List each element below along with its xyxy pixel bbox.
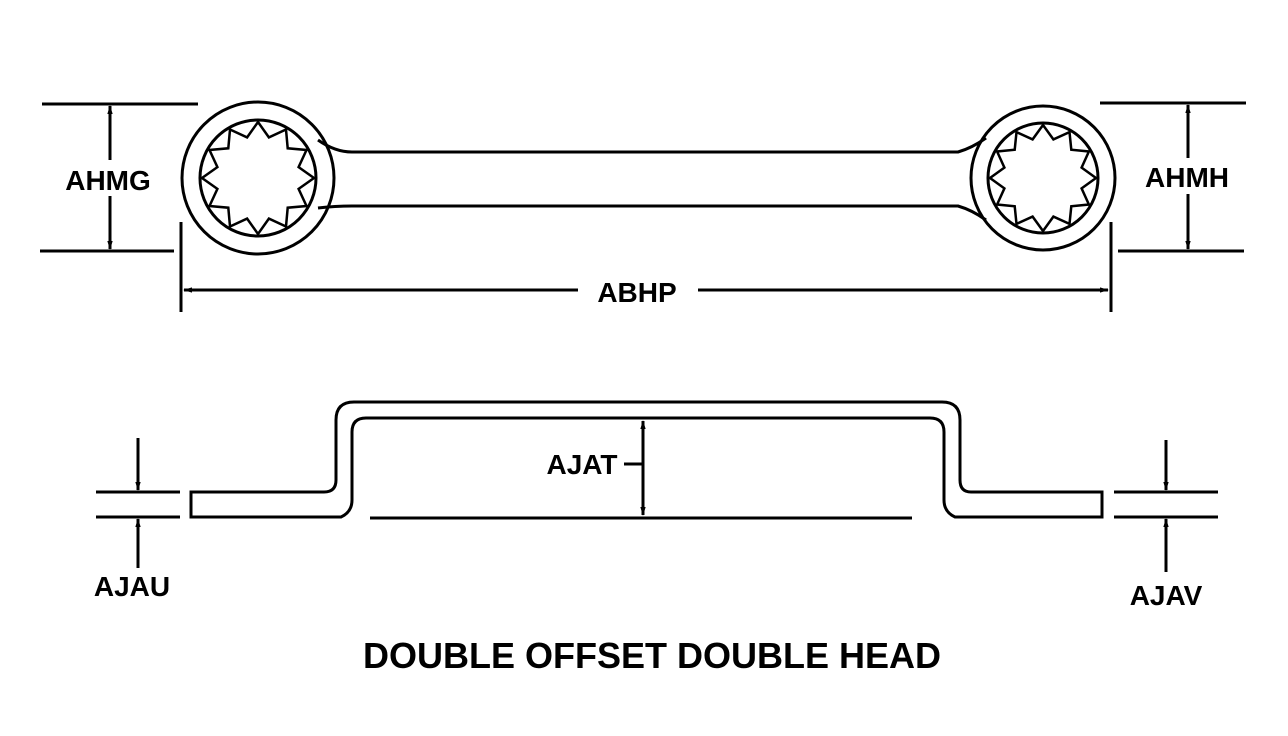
left-twelve-point-socket bbox=[199, 119, 317, 237]
left-box-end-inner bbox=[198, 118, 318, 238]
ajau-dimension: AJAU bbox=[94, 438, 180, 602]
right-box-end-inner bbox=[986, 121, 1100, 235]
ahmh-dimension: AHMH bbox=[1100, 101, 1246, 253]
ajat-label: AJAT bbox=[546, 449, 617, 480]
wrench-top-view bbox=[180, 100, 1117, 256]
ajau-label: AJAU bbox=[94, 571, 170, 602]
right-twelve-point-socket bbox=[987, 122, 1099, 234]
ajav-dimension: AJAV bbox=[1114, 440, 1218, 611]
right-box-end-outer bbox=[969, 104, 1117, 252]
abhp-label: ABHP bbox=[597, 277, 676, 308]
ahmh-label: AHMH bbox=[1145, 162, 1229, 193]
wrench-handle-top bbox=[317, 136, 987, 154]
ajav-label: AJAV bbox=[1130, 580, 1203, 611]
left-box-end-outer bbox=[180, 100, 336, 256]
wrench-handle-bottom bbox=[317, 204, 987, 222]
ajat-dimension: AJAT bbox=[546, 420, 646, 516]
wrench-side-outer-profile bbox=[189, 400, 1104, 519]
ahmg-dimension: AHMG bbox=[40, 102, 198, 253]
wrench-side-view bbox=[189, 400, 1104, 520]
abhp-dimension: ABHP bbox=[179, 222, 1113, 312]
ahmg-label: AHMG bbox=[65, 165, 151, 196]
diagram-title: DOUBLE OFFSET DOUBLE HEAD bbox=[363, 635, 941, 676]
